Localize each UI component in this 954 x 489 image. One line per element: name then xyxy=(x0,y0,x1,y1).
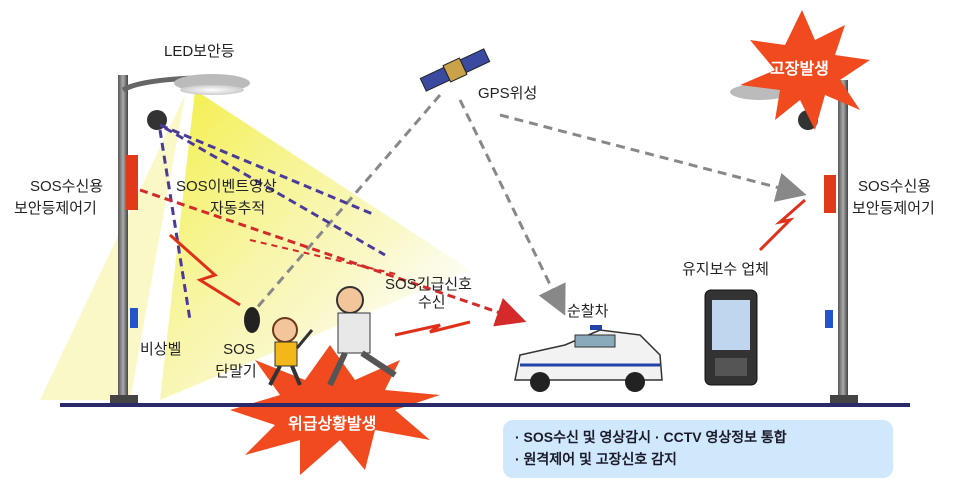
signal-bolt-right xyxy=(758,198,806,252)
info-box-line-1: · SOS수신 및 영상감시 · CCTV 영상정보 통합 xyxy=(515,429,787,445)
emergency-bell-label: 비상벨 xyxy=(140,341,182,358)
sos-signal-label-1: SOS긴급신호 xyxy=(385,276,472,293)
signal-bolt-left xyxy=(169,233,241,307)
sos-signal-line-1 xyxy=(139,188,527,327)
emergency-label: 위급상황발생 xyxy=(288,416,377,433)
sos-signal-label-2: 수신 xyxy=(418,294,446,311)
info-box: · SOS수신 및 영상감시 · CCTV 영상정보 통합 · 원격제어 및 고… xyxy=(503,420,893,478)
ground-line xyxy=(60,403,910,407)
child-figure xyxy=(268,317,314,386)
light-beam-left xyxy=(40,95,185,400)
sos-controller-left-label-2: 보안등제어기 xyxy=(14,200,97,217)
tracking-line-3 xyxy=(164,126,386,257)
patrol-car-label: 순찰차 xyxy=(567,303,609,320)
sos-terminal-label-2: 단말기 xyxy=(215,363,257,380)
sos-terminal-device-icon xyxy=(244,307,260,333)
gps-link-right xyxy=(499,113,807,202)
sos-controller-right-label-1: SOS수신용 xyxy=(858,178,932,195)
failure-label: 고장발생 xyxy=(770,61,829,78)
sos-controller-right-label-2: 보안등제어기 xyxy=(852,200,935,217)
left-streetlight xyxy=(110,74,250,405)
sos-signal-line-2 xyxy=(249,239,401,276)
info-box-line-2: · 원격제어 및 고장신호 감지 xyxy=(515,451,677,467)
maintenance-label: 유지보수 업체 xyxy=(682,261,769,278)
gps-satellite-icon xyxy=(419,48,491,92)
signal-bolt-center xyxy=(394,320,471,337)
sos-tracking-label-2: 자동추적 xyxy=(210,200,266,217)
failure-burst xyxy=(740,10,870,130)
patrol-car-icon xyxy=(514,325,663,392)
gps-satellite-label: GPS위성 xyxy=(478,85,538,102)
gps-link-car xyxy=(458,99,566,316)
sos-terminal-label-1: SOS xyxy=(223,341,255,358)
emergency-burst xyxy=(230,345,440,475)
sos-controller-left-label-1: SOS수신용 xyxy=(30,178,104,195)
maintenance-pda-icon xyxy=(704,289,758,386)
light-beam xyxy=(160,90,470,400)
tracking-line-2 xyxy=(158,129,192,321)
sos-tracking-label-1: SOS이벤트영상 xyxy=(176,178,277,195)
attacker-figure xyxy=(327,286,397,387)
led-light-label: LED보안등 xyxy=(164,43,235,60)
